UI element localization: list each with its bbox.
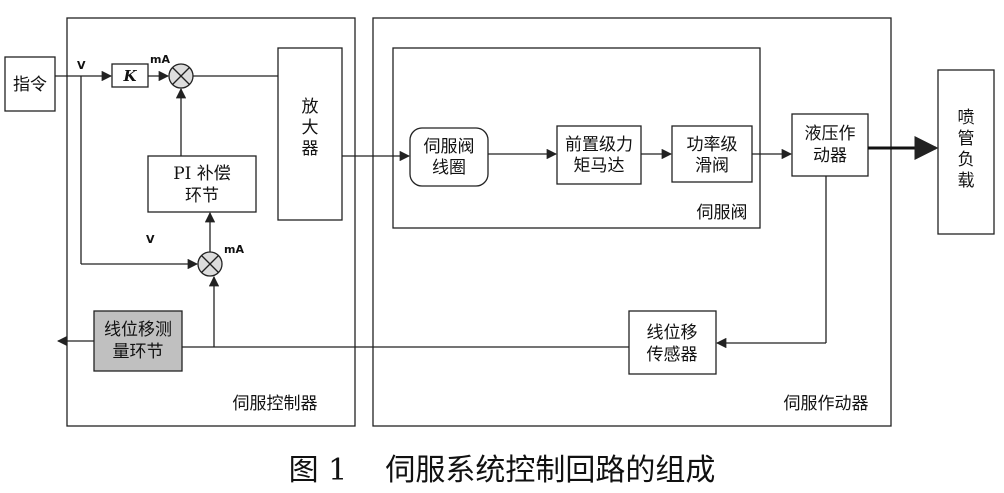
pi-compensation-block [147,155,257,213]
gain-label: K [122,67,137,85]
hydraulic-line2: 动器 [813,146,847,166]
hydraulic-line1: 液压作 [805,124,856,144]
torque-motor-line1: 前置级力 [565,135,633,155]
signal-wires [55,70,939,349]
pi-comp-line2: 环节 [185,186,219,206]
sensor-line2: 传感器 [647,345,698,365]
spool-valve-block [671,125,753,183]
sum-junction-top [168,63,194,89]
servo-valve-label: 伺服阀 [697,203,748,223]
controller-label: 伺服控制器 [233,394,318,414]
amplifier-char3: 器 [302,139,319,159]
servo-coil-line2: 线圈 [432,158,466,178]
figure-caption: 图 1 伺服系统控制回路的组成 [289,453,716,488]
signal-v-top: V [77,59,86,72]
spool-valve-line2: 滑阀 [695,156,729,176]
sensor-line1: 线位移 [647,323,698,343]
displacement-measure-block [93,310,183,372]
disp-measure-line1: 线位移测 [104,320,172,340]
signal-v-bottom: V [146,233,155,246]
sum-junction-bottom [197,251,223,277]
pi-comp-line1: PI 补偿 [173,164,231,184]
spool-valve-line1: 功率级 [687,135,738,155]
command-label: 指令 [13,75,47,95]
command-block [4,56,56,112]
nozzle-load-char2: 管 [958,129,975,149]
actuator-label: 伺服作动器 [784,394,869,414]
signal-ma-bottom: mA [224,243,244,256]
nozzle-load-block [937,69,995,235]
torque-motor-line2: 矩马达 [574,156,625,176]
nozzle-load-char1: 喷 [958,108,975,128]
amplifier-char1: 放 [302,97,319,117]
hydraulic-actuator-block [791,113,869,177]
signal-ma-top: mA [150,53,170,66]
displacement-sensor-block [628,310,717,375]
servo-coil-line1: 伺服阀 [424,137,475,157]
nozzle-load-char4: 载 [958,171,975,191]
nozzle-load-char3: 负 [958,150,975,170]
amplifier-char2: 大 [302,118,319,138]
amplifier-block [277,47,343,221]
disp-measure-line2: 量环节 [113,342,164,362]
